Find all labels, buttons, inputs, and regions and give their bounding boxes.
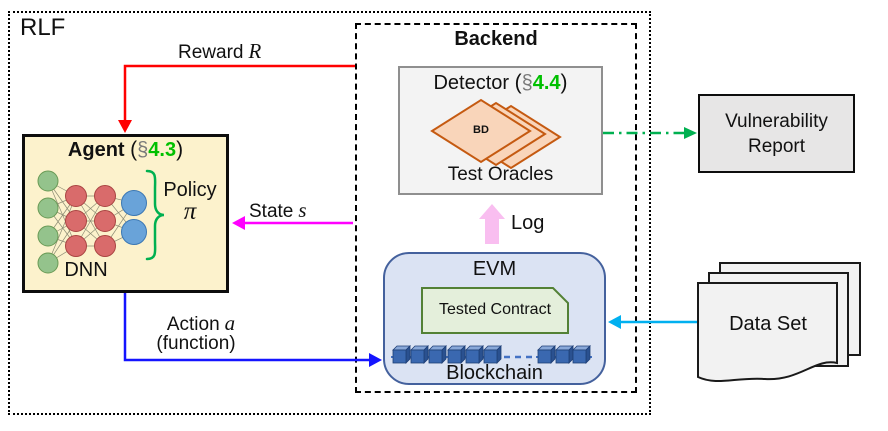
dataset-label: Data Set xyxy=(729,313,807,335)
agent-title-text: Agent xyxy=(67,139,125,161)
agent-section-number: 4.3 xyxy=(148,139,177,161)
reward-symbol: R xyxy=(248,39,262,63)
action-arrow-note: (function) xyxy=(156,333,236,354)
blockchain-label: Blockchain xyxy=(446,362,543,384)
log-arrow xyxy=(479,204,505,244)
detector-title-text: Detector xyxy=(433,72,510,94)
backend-box xyxy=(355,23,637,393)
agent-paren-open: ( xyxy=(130,138,138,161)
log-label: Log xyxy=(511,212,545,234)
reward-text: Reward xyxy=(178,42,244,63)
detector-paren-open: ( xyxy=(514,71,522,94)
detector-section-number: 4.4 xyxy=(532,72,561,94)
agent-title: Agent (§4.3) xyxy=(22,138,229,162)
action-symbol: a xyxy=(224,311,236,335)
action-arrow xyxy=(123,293,382,367)
tested-contract-label: Tested Contract xyxy=(438,301,552,318)
test-oracles-label: Test Oracles xyxy=(447,164,554,185)
state-arrow xyxy=(232,216,353,230)
dnn-label: DNN xyxy=(64,259,108,281)
state-symbol: s xyxy=(298,198,307,222)
state-text: State xyxy=(249,201,294,222)
detector-title: Detector (§4.4) xyxy=(398,71,603,95)
agent-paren-close: ) xyxy=(176,138,184,161)
action-text: Action xyxy=(166,314,220,335)
dataset-arrow xyxy=(608,315,697,329)
blockchain-icon xyxy=(391,345,592,364)
backend-title: Backend xyxy=(454,28,538,50)
evm-title: EVM xyxy=(472,258,517,280)
report-arrow xyxy=(603,127,697,139)
rlf-outer-box xyxy=(8,11,651,415)
bd-label: BD xyxy=(473,124,489,136)
vulnerability-report-box: Vulnerability Report xyxy=(698,94,855,173)
detector-paren-close: ) xyxy=(560,71,568,94)
agent-section-mark: § xyxy=(137,139,149,161)
policy-label: Policy xyxy=(163,179,217,201)
rlf-title: RLF xyxy=(20,14,66,41)
tested-contract-shape xyxy=(421,287,569,334)
detector-section-mark: § xyxy=(521,72,533,94)
policy-brace xyxy=(145,169,165,261)
policy-pi-symbol: π xyxy=(183,198,197,225)
oracle-diamonds-icon xyxy=(430,98,562,170)
reward-arrow xyxy=(118,64,355,133)
vulnerability-report-line1: Vulnerability xyxy=(725,110,828,132)
dnn-graphic xyxy=(37,170,147,274)
document-stack-icon xyxy=(697,262,861,383)
vulnerability-report-line2: Report xyxy=(747,135,806,157)
